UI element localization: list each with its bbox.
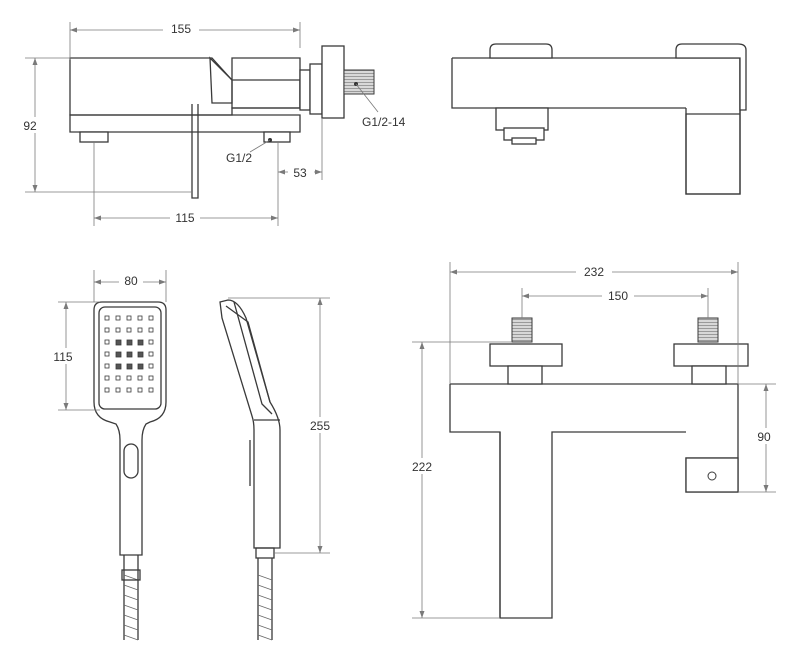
spray-nozzle [104, 387, 110, 393]
dim-115-head-label: 115 [53, 350, 72, 364]
dim-255-label: 255 [310, 419, 330, 433]
leader-g12-14: G1/2-14 [354, 82, 406, 129]
dim-80: 80 [93, 270, 167, 302]
spray-nozzle [137, 327, 143, 333]
spray-nozzle [126, 351, 133, 358]
side-view-mixer [69, 45, 375, 199]
dim-255: 255 [228, 297, 334, 554]
spray-nozzles [104, 315, 154, 393]
dim-90: 90 [738, 383, 780, 493]
dim-150-label: 150 [608, 289, 628, 303]
spray-nozzle [104, 339, 110, 345]
spray-nozzle [115, 351, 122, 358]
dim-155: 155 [69, 20, 301, 60]
spray-nozzle [126, 375, 132, 381]
dim-53: 53 [278, 118, 323, 180]
thread-outlet-label: G1/2 [226, 151, 252, 165]
spray-nozzle [115, 363, 122, 370]
dim-115-spout: 115 [93, 142, 279, 226]
dim-53-label: 53 [293, 166, 307, 180]
spray-nozzle [148, 387, 154, 393]
top-view-mixer [451, 43, 747, 195]
dim-150: 150 [521, 287, 709, 318]
spray-nozzle [148, 351, 154, 357]
spray-nozzle [137, 363, 144, 370]
spray-nozzle [104, 363, 110, 369]
dim-90-label: 90 [757, 430, 771, 444]
spray-nozzle [115, 327, 121, 333]
spray-nozzle [148, 375, 154, 381]
spray-nozzle [126, 327, 132, 333]
handshower-side [219, 299, 281, 641]
spray-nozzle [126, 339, 133, 346]
dim-155-label: 155 [171, 22, 191, 36]
leader-g12: G1/2 [226, 138, 272, 165]
spray-nozzle [148, 363, 154, 369]
spray-nozzle [115, 375, 121, 381]
spray-nozzle [137, 315, 143, 321]
dim-92-label: 92 [23, 119, 37, 133]
spray-nozzle [104, 351, 110, 357]
thread-inlet-label: G1/2-14 [362, 115, 406, 129]
handshower-front [93, 301, 167, 641]
spray-nozzle [148, 315, 154, 321]
spray-nozzle [126, 387, 132, 393]
dim-232-label: 232 [584, 265, 604, 279]
spray-nozzle [104, 327, 110, 333]
spray-nozzle [137, 387, 143, 393]
front-view-mixer [449, 317, 749, 619]
spray-nozzle [104, 315, 110, 321]
spray-nozzle [137, 375, 143, 381]
dim-92: 92 [18, 57, 192, 193]
dim-222-label: 222 [412, 460, 432, 474]
dim-115-spout-label: 115 [175, 211, 194, 225]
dim-222: 222 [406, 341, 512, 619]
dim-80-label: 80 [124, 274, 138, 288]
spray-nozzle [115, 339, 122, 346]
spray-nozzle [148, 339, 154, 345]
dim-232: 232 [449, 262, 739, 384]
spray-nozzle [148, 327, 154, 333]
dim-115-head: 115 [50, 301, 100, 411]
spray-nozzle [115, 315, 121, 321]
spray-nozzle [115, 387, 121, 393]
spray-nozzle [126, 315, 132, 321]
spray-nozzle [137, 351, 144, 358]
spray-nozzle [126, 363, 133, 370]
spray-nozzle [104, 375, 110, 381]
spray-nozzle [137, 339, 144, 346]
